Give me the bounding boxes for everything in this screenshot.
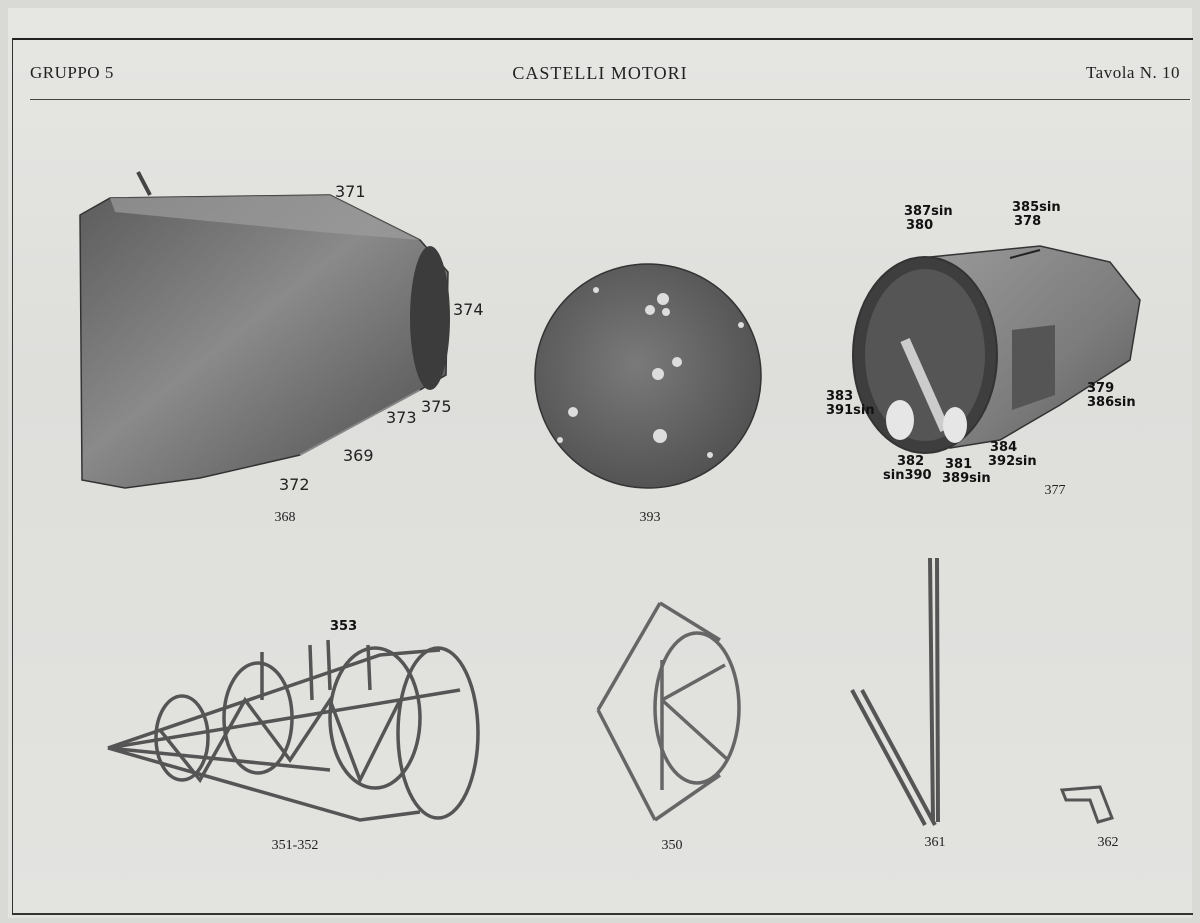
- callout-373: 373: [386, 408, 417, 427]
- engine-cowl-part: [79, 171, 450, 489]
- callout-sin390: sin390: [883, 468, 932, 483]
- bracket-part: [1059, 785, 1114, 824]
- strut-part: [850, 557, 940, 826]
- callout-379: 379: [1087, 381, 1115, 396]
- page-title: CASTELLI MOTORI: [512, 63, 688, 83]
- callout-353: 353: [330, 619, 358, 634]
- page-frame: [12, 38, 1193, 915]
- callout-378: 378: [1014, 214, 1042, 229]
- caption-nose: 377: [1044, 483, 1066, 498]
- callout-385sin: 385sin: [1012, 200, 1061, 215]
- group-label: GRUPPO 5: [30, 63, 114, 82]
- callout-374: 374: [453, 300, 484, 319]
- callout-392sin: 392sin: [988, 454, 1037, 469]
- callout-387sin: 387sin: [904, 204, 953, 219]
- caption-cowl: 368: [274, 510, 296, 525]
- caption-disc: 393: [639, 510, 661, 525]
- caption-frame: 351-352: [271, 838, 319, 853]
- callout-371: 371: [335, 182, 366, 201]
- callout-384: 384: [990, 440, 1018, 455]
- mounting-disc-part: [534, 263, 762, 489]
- nose-cone-part: [852, 245, 1141, 454]
- callout-391sin: 391sin: [826, 403, 875, 418]
- caption-bracket: 362: [1097, 835, 1119, 850]
- caption-strut: 361: [924, 835, 946, 850]
- caption-ring: 350: [661, 838, 683, 853]
- callout-369: 369: [343, 446, 374, 465]
- callout-380: 380: [906, 218, 934, 233]
- plate-number: Tavola N. 10: [1085, 63, 1180, 82]
- ring-frame-part: [596, 601, 741, 822]
- callout-382: 382: [897, 454, 925, 469]
- callout-372: 372: [279, 475, 310, 494]
- header-divider: [30, 99, 1190, 100]
- callout-381: 381: [945, 457, 973, 472]
- callout-386sin: 386sin: [1087, 395, 1136, 410]
- callout-375: 375: [421, 397, 452, 416]
- callout-389sin: 389sin: [942, 471, 991, 486]
- tubular-frame-part: [107, 639, 480, 822]
- callout-383: 383: [826, 389, 854, 404]
